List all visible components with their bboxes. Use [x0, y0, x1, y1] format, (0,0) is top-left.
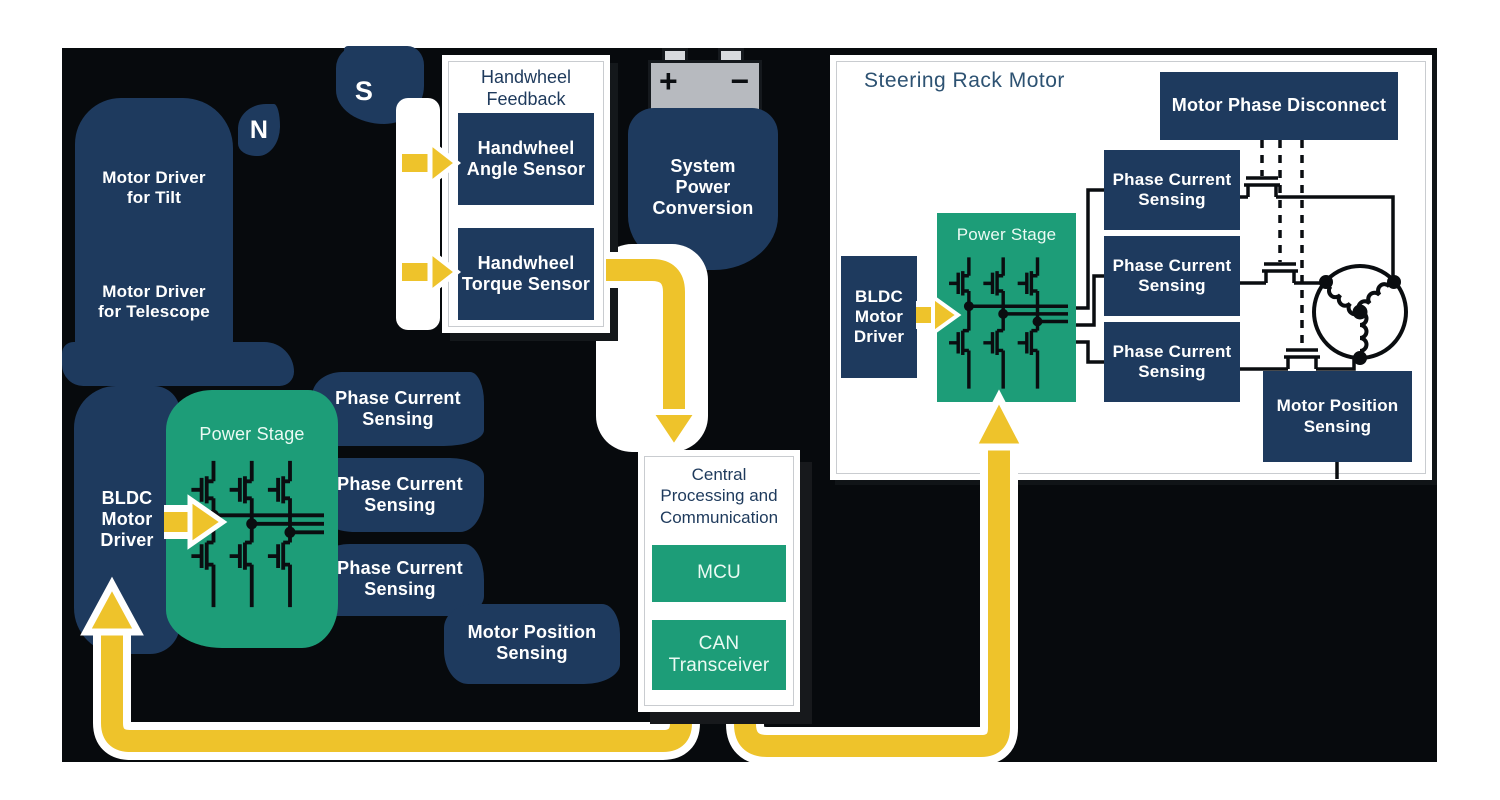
- rack-mpd-label: Motor Phase Disconnect: [1171, 95, 1387, 116]
- rack-pcs3-label: Phase Current Sensing: [1112, 341, 1232, 381]
- motor-driver-tilt-label: Motor Driver for Tilt: [102, 168, 206, 208]
- system-power-conversion-blob: [628, 108, 778, 270]
- rack-bldc-label: BLDC Motor Driver: [853, 286, 905, 347]
- rack-pcs1-label: Phase Current Sensing: [1112, 169, 1232, 209]
- rack-power-stage: Power Stage: [937, 213, 1076, 402]
- steering-rack-title: Steering Rack Motor: [864, 69, 1065, 92]
- battery-minus-sign: −: [730, 63, 749, 99]
- actuator-power-stage-blob: Power Stage: [166, 390, 338, 648]
- can-transceiver-block: CAN Transceiver: [652, 620, 786, 690]
- rack-mps: Motor Position Sensing: [1263, 371, 1412, 462]
- handwheel-arrow-backing: [396, 98, 440, 330]
- actuator-bldc-label: BLDC Motor Driver: [100, 488, 154, 551]
- central-processing-panel: Central Processing and Communication MCU…: [638, 450, 800, 712]
- mcu-label: MCU: [697, 562, 741, 584]
- handwheel-torque-label: Handwheel Torque Sensor: [461, 252, 591, 294]
- disconnect-gate-dashes: [1260, 140, 1304, 348]
- system-power-conversion-label: System Power Conversion: [652, 156, 754, 219]
- motor-winding: [1327, 282, 1391, 353]
- rack-mps-label: Motor Position Sensing: [1276, 396, 1399, 436]
- actuator-pcs2-blob: [316, 458, 484, 532]
- actuator-pcs2-label: Phase Current Sensing: [337, 474, 463, 516]
- motor-driver-telescope-label: Motor Driver for Telescope: [98, 282, 210, 322]
- obscured-section-label-blob: [62, 342, 294, 386]
- rack-pcs1: Phase Current Sensing: [1104, 150, 1240, 230]
- rack-power-stage-label: Power Stage: [956, 225, 1057, 244]
- actuator-pcs1-label: Phase Current Sensing: [335, 388, 461, 430]
- handwheel-torque-sensor: Handwheel Torque Sensor: [458, 228, 594, 320]
- handwheel-angle-sensor: Handwheel Angle Sensor: [458, 113, 594, 205]
- phase-a-wire: [1240, 176, 1395, 287]
- actuator-pcs3-blob: [316, 544, 484, 616]
- magnet-s-strip: [344, 46, 374, 72]
- battery-plus-sign: +: [659, 63, 678, 99]
- motor-symbol: [1312, 264, 1408, 365]
- rack-pcs2-label: Phase Current Sensing: [1112, 255, 1232, 295]
- actuator-pcs1-blob: [312, 372, 484, 446]
- handwheel-feedback-title: Handwheel Feedback: [480, 67, 572, 109]
- handwheel-feedback-panel: Handwheel Feedback Handwheel Angle Senso…: [442, 55, 610, 333]
- magnet-n-label: N: [249, 116, 269, 144]
- motor-circle: [1312, 264, 1408, 360]
- actuator-pcs3-label: Phase Current Sensing: [337, 558, 463, 600]
- power-stage-phase-wires: [1076, 188, 1104, 364]
- handwheel-angle-label: Handwheel Angle Sensor: [466, 137, 586, 179]
- rack-pcs3: Phase Current Sensing: [1104, 322, 1240, 402]
- phase-b-wire: [1240, 262, 1320, 285]
- magnet-s-label: S: [354, 76, 374, 106]
- actuator-mps-label: Motor Position Sensing: [467, 622, 597, 664]
- down-arrow-backing: [596, 244, 708, 452]
- rack-mosfet-bridge: [947, 255, 1070, 391]
- can-label: CAN Transceiver: [668, 632, 770, 676]
- central-title: Central Processing and Communication: [659, 465, 779, 527]
- actuator-mosfet-bridge: [189, 458, 326, 610]
- steering-rack-panel: Steering Rack Motor Motor Phase Disconne…: [830, 55, 1432, 480]
- rack-motor-phase-disconnect: Motor Phase Disconnect: [1160, 72, 1398, 140]
- steering-column-blob: [75, 98, 233, 370]
- mcu-block: MCU: [652, 545, 786, 602]
- magnet-n-blob: [238, 104, 280, 156]
- rack-pcs2: Phase Current Sensing: [1104, 236, 1240, 316]
- phase-c-wire: [1240, 348, 1358, 371]
- actuator-power-stage-label: Power Stage: [199, 424, 305, 444]
- rack-bldc-driver: BLDC Motor Driver: [841, 256, 917, 378]
- battery-icon: + −: [648, 60, 762, 112]
